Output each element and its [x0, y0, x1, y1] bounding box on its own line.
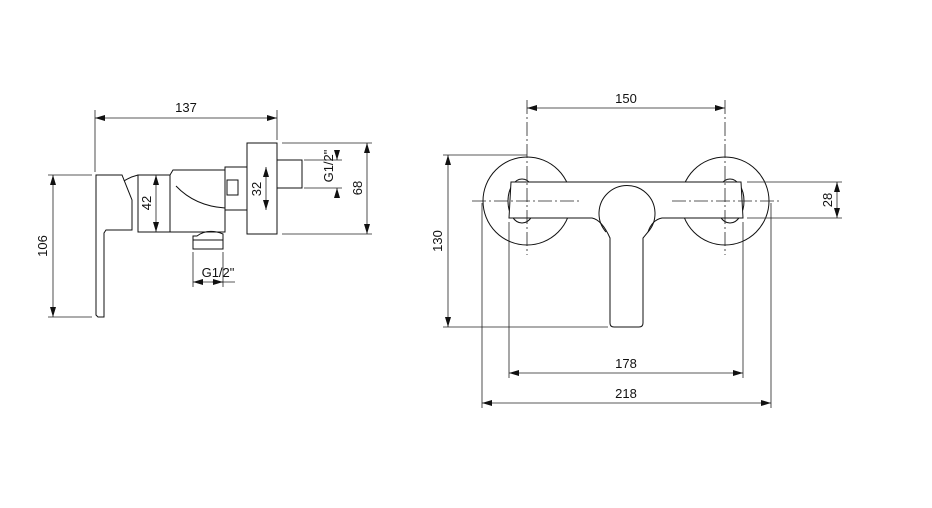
dimension-label-connector: 32: [249, 182, 264, 196]
dimension-label-bar-height: 28: [820, 193, 835, 207]
control-knob: [598, 184, 656, 233]
dimension-label-body: 42: [139, 196, 154, 210]
dimension-label-center-distance: 150: [615, 91, 637, 106]
side-outlet-pipe: [277, 159, 303, 189]
dimension-label-overall-width: 218: [615, 386, 637, 401]
dimension-label-bar-width: 178: [615, 356, 637, 371]
dimension-label-depth: 137: [175, 100, 197, 115]
dimension-label-flange: 68: [350, 181, 365, 195]
dimension-label-thread-bottom: G1/2": [202, 265, 235, 280]
front-view: 150 130 28 178 218: [430, 91, 842, 408]
body-cartridge: [169, 169, 226, 233]
bottom-outlet: [192, 230, 224, 250]
dimension-label-thread-side: G1/2": [321, 149, 336, 182]
lever-handle: [95, 174, 133, 318]
mixer-body: [508, 181, 744, 328]
dimension-label-height: 106: [35, 235, 50, 257]
connector-block: [224, 166, 248, 211]
side-view: 137 106 42 32 68 G1/2" G1/2": [35, 100, 372, 318]
lever-neck: [123, 174, 139, 182]
connector-nut: [226, 179, 239, 196]
dimension-label-total-height: 130: [430, 230, 445, 252]
